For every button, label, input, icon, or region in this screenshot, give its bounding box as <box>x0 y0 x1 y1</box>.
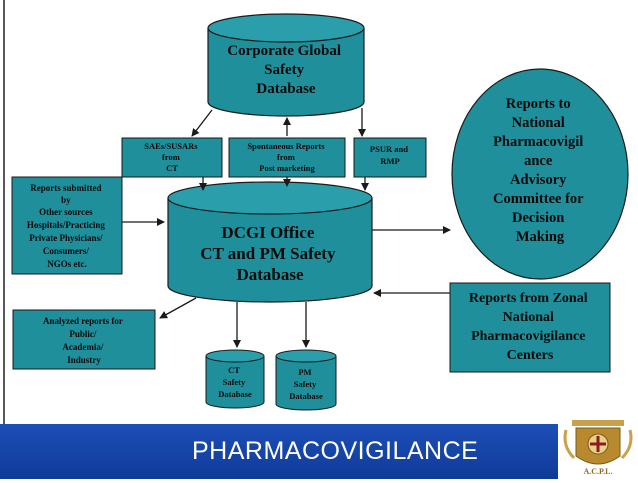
svg-text:Spontaneous Reports from: Spontaneous Reports from Post marketing <box>247 141 326 173</box>
ct-db-line-1: CT <box>228 365 240 375</box>
advisory-line-1: Reports to <box>506 96 571 112</box>
pm-db-line-1: PM <box>298 367 311 377</box>
corporate-global-safety-database: Corporate Global Safety Database <box>207 13 365 117</box>
other-sources-line-5: Private Physicians/ <box>29 233 103 243</box>
footer-title: PHARMACOVIGILANCE <box>192 437 479 465</box>
advisory-line-5: Advisory <box>510 172 567 188</box>
svg-text:CT Safety Database: CT Safety Database <box>218 365 252 399</box>
zonal-line-2: National <box>503 310 554 325</box>
svg-text:Reports from Zonal Natio: Reports from Zonal National Pharmacovigi… <box>469 291 591 363</box>
other-sources-line-2: by <box>61 195 71 205</box>
dcgi-office-database: DCGI Office CT and PM Safety Database <box>167 181 373 303</box>
svg-text:Corporate Global Safety: Corporate Global Safety Database <box>227 43 345 97</box>
analyzed-line-4: Industry <box>67 355 101 365</box>
analyzed-line-2: Public/ <box>69 329 97 339</box>
svg-text:Reports submitted by: Reports submitted by Other sources Hospi… <box>27 183 107 269</box>
other-sources-line-6: Consumers/ <box>43 246 90 256</box>
svg-text:DCGI Office CT and PM Sa: DCGI Office CT and PM Safety Database <box>200 223 339 284</box>
advisory-committee-ellipse: Reports to National Pharmacovigil ance A… <box>451 68 629 280</box>
analyzed-line-3: Academia/ <box>62 342 103 352</box>
analyzed-reports-box: Analyzed reports for Public/ Academia/ I… <box>12 309 156 370</box>
spontaneous-reports-box: Spontaneous Reports from Post marketing <box>228 137 346 178</box>
other-sources-line-3: Other sources <box>39 207 93 217</box>
footer-bar: PHARMACOVIGILANCE <box>0 424 558 479</box>
pm-db-line-2: Safety <box>294 379 317 389</box>
zonal-centers-box: Reports from Zonal National Pharmacovigi… <box>449 282 611 373</box>
arrow-dcgi-to-analyzed <box>159 297 197 319</box>
logo-label: A.C.P.L. <box>583 467 612 476</box>
advisory-line-6: Committee for <box>493 191 584 207</box>
corporate-label-line-3: Database <box>256 81 316 97</box>
spontaneous-line-1: Spontaneous Reports <box>247 141 325 151</box>
advisory-line-7: Decision <box>512 210 564 226</box>
spontaneous-line-2: from <box>277 152 295 162</box>
ct-safety-database: CT Safety Database <box>205 349 265 409</box>
dcgi-line-3: Database <box>236 265 304 284</box>
dcgi-line-2: CT and PM Safety <box>200 244 336 263</box>
saes-line-1: SAEs/SUSARs <box>144 141 198 151</box>
other-sources-line-4: Hospitals/Practicing <box>27 220 105 230</box>
emblem-logo-icon: A.C.P.L. <box>560 416 636 478</box>
zonal-line-3: Pharmacovigilance <box>471 329 585 344</box>
saes-line-3: CT <box>166 163 178 173</box>
svg-text:Analyzed reports for Pub: Analyzed reports for Public/ Academia/ I… <box>43 316 125 365</box>
other-sources-line-1: Reports submitted <box>30 183 101 193</box>
ct-db-line-3: Database <box>218 389 252 399</box>
advisory-line-3: Pharmacovigil <box>493 134 583 150</box>
saes-susars-box: SAEs/SUSARs from CT <box>121 137 223 178</box>
analyzed-line-1: Analyzed reports for <box>43 316 123 326</box>
advisory-line-2: National <box>512 115 565 131</box>
connectors <box>122 108 451 348</box>
psur-rmp-box: PSUR and RMP <box>353 137 427 178</box>
psur-line-2: RMP <box>380 156 399 166</box>
other-sources-box: Reports submitted by Other sources Hospi… <box>11 176 123 275</box>
zonal-line-4: Centers <box>507 348 554 363</box>
ct-db-line-2: Safety <box>223 377 246 387</box>
spontaneous-line-3: Post marketing <box>259 163 315 173</box>
svg-text:Reports to National: Reports to National Pharmacovigil ance A… <box>493 96 587 245</box>
saes-line-2: from <box>162 152 180 162</box>
dcgi-line-1: DCGI Office <box>221 223 314 242</box>
advisory-line-8: Making <box>516 229 565 245</box>
other-sources-line-7: NGOs etc. <box>47 259 87 269</box>
zonal-line-1: Reports from Zonal <box>469 291 588 306</box>
pm-safety-database: PM Safety Database <box>275 349 337 411</box>
corporate-label-line-2: Safety <box>264 62 304 78</box>
arrow-corporate-to-saes <box>191 109 213 137</box>
psur-line-1: PSUR and <box>370 144 408 154</box>
pm-db-line-3: Database <box>289 391 323 401</box>
corporate-label-line-1: Corporate Global <box>227 43 341 59</box>
advisory-line-4: ance <box>524 153 553 169</box>
svg-text:PM Safety Database: PM Safety Database <box>289 367 323 401</box>
svg-text:PSUR and RMP: PSUR and RMP <box>370 144 410 166</box>
svg-text:SAEs/SUSARs from C: SAEs/SUSARs from CT <box>144 141 200 173</box>
